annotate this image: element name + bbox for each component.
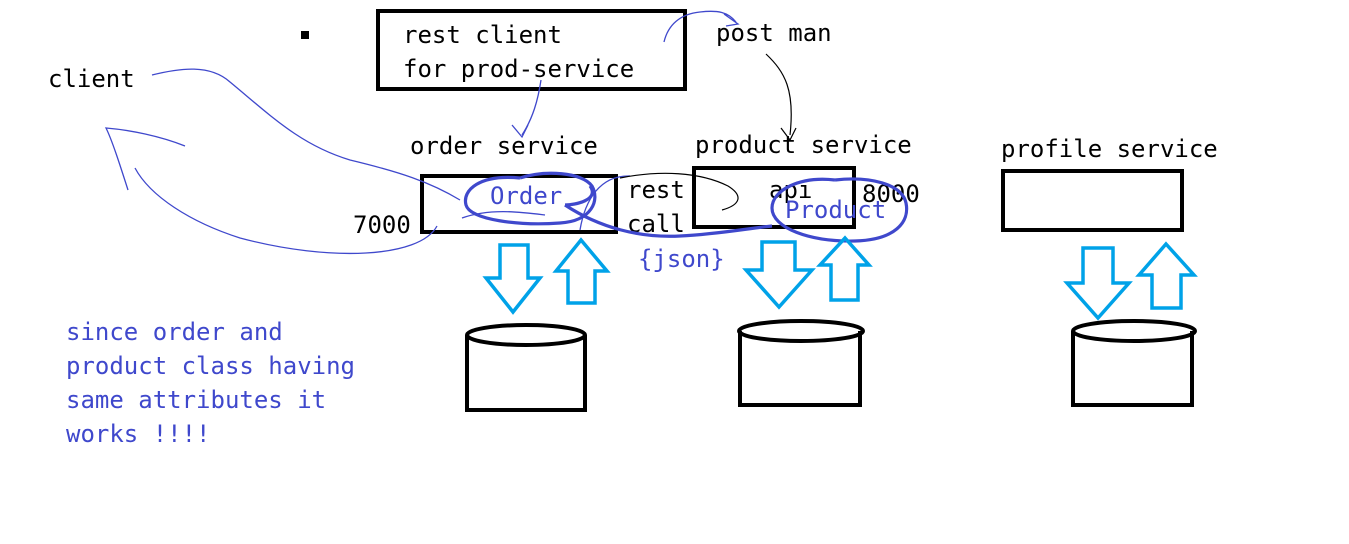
postman-to-product-curve [765, 53, 797, 142]
note-line-4: works !!!! [66, 420, 211, 448]
profile-database [1071, 319, 1197, 407]
profile-service-title: profile service [1001, 135, 1218, 163]
note-line-2: product class having [66, 352, 355, 380]
dot-mark [301, 31, 309, 39]
rest-client-to-order-curve [511, 79, 542, 139]
rest-client-label-line1: rest client [403, 21, 562, 49]
rest-label: rest [627, 176, 685, 204]
order-to-client-return-curve [134, 167, 438, 255]
product-service-title: product service [695, 131, 912, 159]
order-up-arrow [552, 237, 611, 305]
product-class-label: Product [785, 196, 886, 224]
client-to-order-curve [151, 68, 461, 201]
profile-down-arrow [1063, 246, 1133, 321]
note-line-1: since order and [66, 318, 283, 346]
client-arrow-head [104, 127, 186, 191]
rest-call-scribble [619, 172, 739, 211]
order-port-label: 7000 [353, 211, 411, 239]
rest-client-label-line2: for prod-service [403, 55, 634, 83]
product-database [737, 319, 865, 407]
product-circle [770, 177, 909, 243]
order-service-box [420, 174, 618, 234]
product-service-box [692, 166, 856, 229]
order-service-title: order service [410, 132, 598, 160]
order-circle [463, 171, 597, 226]
profile-service-box [1001, 169, 1184, 232]
post-man-label: post man [716, 19, 832, 47]
product-up-arrow [815, 235, 873, 302]
note-line-3: same attributes it [66, 386, 326, 414]
rest-client-to-postman-curve [663, 10, 740, 43]
order-database [465, 323, 587, 412]
rest-client-box [376, 9, 687, 91]
order-class-label: Order [490, 182, 562, 210]
json-label: {json} [638, 245, 725, 273]
json-link-curve [564, 185, 773, 238]
client-label: client [48, 65, 135, 93]
product-down-arrow [742, 240, 816, 310]
order-down-arrow [482, 243, 544, 315]
profile-up-arrow [1135, 241, 1198, 310]
order-to-product-scribble [461, 175, 631, 231]
